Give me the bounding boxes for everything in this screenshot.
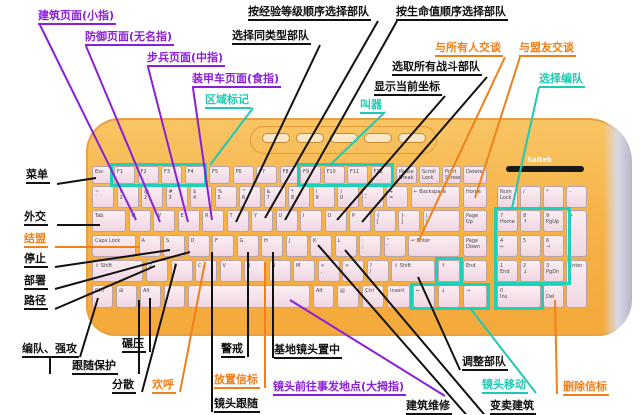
key[interactable]: K <box>310 235 332 257</box>
label-menu: 菜单 <box>26 168 50 184</box>
key[interactable]: } ] <box>398 210 420 232</box>
key[interactable]: F11 <box>347 166 368 184</box>
label-chat-allies: 与盟友交谈 <box>519 41 576 57</box>
key[interactable]: 2 ↓ <box>520 260 541 282</box>
label-deploy: 部署 <box>24 274 48 290</box>
brand-logo: Saitek <box>527 156 552 164</box>
key[interactable]: Alt <box>313 285 334 308</box>
label-chat-all: 与所有人交谈 <box>435 41 503 57</box>
highlight-f9-f12 <box>297 163 394 187</box>
key[interactable]: % 5 <box>214 186 237 208</box>
key[interactable]: V <box>219 260 242 282</box>
key[interactable]: 6 → <box>543 235 564 257</box>
key[interactable]: ⇧ Shift <box>391 260 435 282</box>
key[interactable]: F4 <box>184 166 206 184</box>
key[interactable]: R <box>202 210 224 232</box>
key[interactable]: + <box>566 210 587 257</box>
key[interactable]: F10 <box>323 166 345 184</box>
label-scatter: 分散 <box>112 378 136 394</box>
key[interactable]: Esc <box>92 166 112 184</box>
label-waypoint: 路径 <box>24 294 48 310</box>
key[interactable]: 1 End <box>497 260 518 282</box>
key[interactable]: ▤ <box>337 285 359 308</box>
key[interactable]: 5 <box>520 235 541 257</box>
key[interactable]: Tab <box>92 210 126 232</box>
key[interactable]: D <box>187 235 210 257</box>
label-repair: 建筑维修 <box>406 399 452 415</box>
label-taunt: 叫器 <box>360 98 384 114</box>
label-area-marker: 区域标记 <box>205 93 251 109</box>
key[interactable]: P <box>349 210 371 232</box>
key[interactable]: Page Up <box>463 210 487 232</box>
key[interactable]: J <box>285 235 308 257</box>
key[interactable]: 7 Home <box>497 210 518 232</box>
key[interactable]: : ; <box>359 235 381 257</box>
label-camera-follow: 镜头跟随 <box>214 397 260 413</box>
key[interactable]: + = <box>386 186 408 208</box>
label-formation-attack: 编队、强攻 <box>22 342 79 358</box>
label-sell: 变卖建筑 <box>490 399 536 415</box>
key[interactable]: End <box>463 260 487 282</box>
label-stop: 停止 <box>24 252 48 268</box>
key[interactable]: Z <box>146 260 168 282</box>
label-show-coordinates: 显示当前坐标 <box>374 80 442 96</box>
label-alliance: 结盟 <box>24 232 48 248</box>
key[interactable]: F5 <box>209 166 230 184</box>
highlight-numpad-0 <box>494 283 544 310</box>
highlight-arrows <box>410 283 490 310</box>
key[interactable]: ~ ` <box>92 186 114 208</box>
key[interactable]: " ' <box>383 235 406 257</box>
key[interactable]: Scroll Lock <box>419 166 440 184</box>
key[interactable]: 4 ← <box>497 235 518 257</box>
label-cheer: 欢呼 <box>152 378 176 394</box>
label-camera-event: 镜头前往事发地点(大拇指) <box>273 380 407 396</box>
key[interactable]: ↑ <box>438 260 460 282</box>
key[interactable]: 8 ↑ <box>520 210 541 232</box>
key[interactable]: M <box>293 260 315 282</box>
key[interactable]: Insert <box>387 285 410 308</box>
label-defense-page: 防御页面(无名指) <box>85 30 175 46</box>
key[interactable]: ↵ Enter <box>408 235 460 257</box>
label-infantry-page: 步兵页面(中指) <box>147 51 226 67</box>
label-guard: 警戒 <box>221 342 245 358</box>
key[interactable]: F6 <box>232 166 254 184</box>
label-delete-beacon: 删除信标 <box>563 380 609 396</box>
label-building-page: 建筑页面(小指) <box>38 9 117 25</box>
label-diplomacy: 外交 <box>24 210 48 226</box>
key[interactable]: 9 PgUp <box>543 210 564 232</box>
key[interactable]: Page Down <box>463 235 487 257</box>
key[interactable]: I <box>300 210 322 232</box>
key[interactable]: - <box>566 186 587 208</box>
label-camera-move: 镜头移动 <box>482 378 528 394</box>
key[interactable]: U <box>275 210 298 232</box>
label-select-group: 选择编队 <box>539 72 585 88</box>
key[interactable]: H <box>261 235 283 257</box>
label-guard-follow: 跟随保护 <box>72 359 118 375</box>
key[interactable]: F <box>212 235 234 257</box>
key[interactable]: ? / <box>366 260 389 282</box>
label-center-base: 基地镜头置中 <box>274 343 342 359</box>
media-button <box>364 133 392 143</box>
key[interactable]: Alt <box>140 285 161 308</box>
key[interactable]: ⊞ <box>116 285 137 308</box>
key[interactable]: < , <box>317 260 340 282</box>
label-adjust-units: 调整部队 <box>462 355 508 371</box>
label-place-beacon: 放置信标 <box>214 373 260 389</box>
media-panel <box>250 126 437 154</box>
label-select-by-rank: 按经验等级顺序选择部队 <box>248 5 371 21</box>
label-crush: 碾压 <box>122 337 146 353</box>
key[interactable]: . Del <box>543 285 564 308</box>
key[interactable]: L <box>334 235 357 257</box>
key[interactable]: { [ <box>373 210 396 232</box>
key[interactable]: 3 PgDn <box>543 260 564 282</box>
label-select-by-health: 按生命值顺序选择部队 <box>396 5 508 21</box>
status-slot <box>506 166 584 172</box>
label-vehicle-page: 装甲车页面(食指) <box>192 72 282 88</box>
label-select-same-type: 选择同类型部队 <box>232 29 311 45</box>
label-select-all-combat: 选取所有战斗部队 <box>392 60 482 76</box>
